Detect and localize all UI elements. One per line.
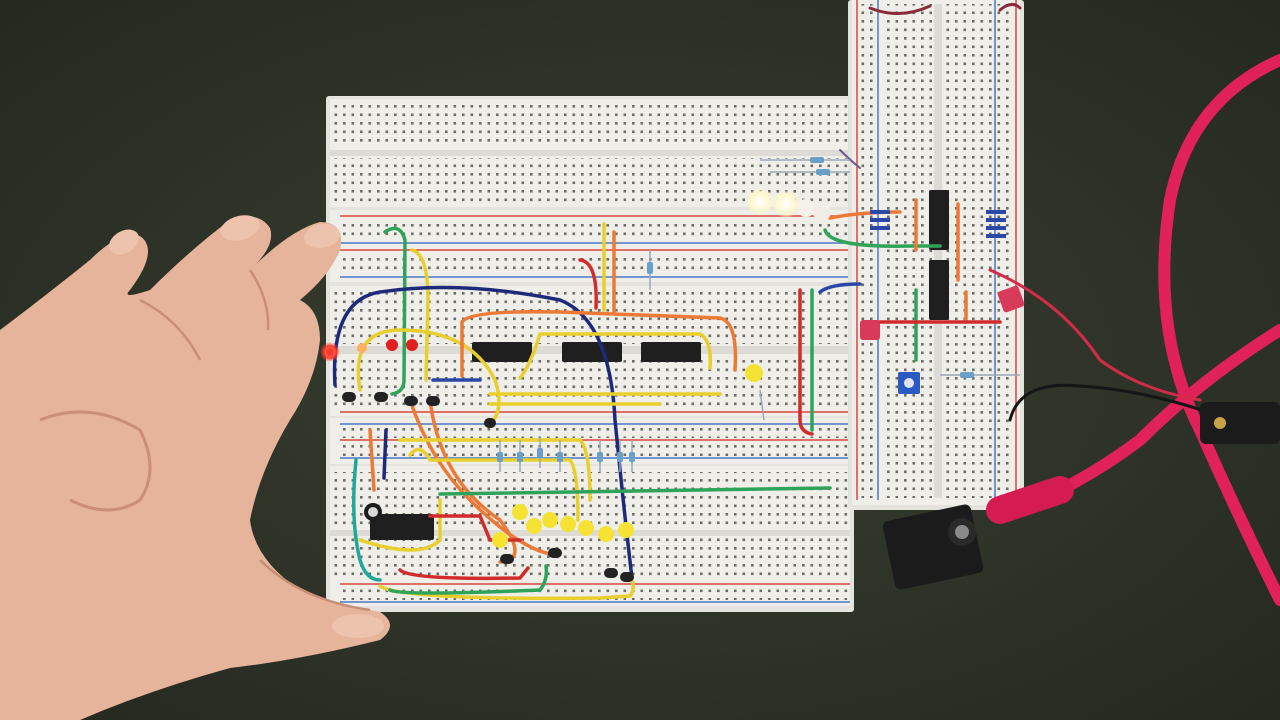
audio-jack [882,402,1280,590]
ic-chip-4 [370,514,434,540]
leds [320,188,831,548]
ic-chip-3 [641,342,701,362]
jumper-wires [332,3,1022,600]
ic-chips [370,190,949,540]
ic-chip-5 [929,190,949,250]
film-capacitor [997,285,1025,313]
hand [0,215,390,720]
film-capacitor [860,320,880,340]
ic-chip-2 [562,342,622,362]
side-breadboard [848,0,1024,510]
audio-cable [986,54,1280,606]
transistors [342,392,634,582]
capacitors [364,210,1025,521]
ic-chip-1 [472,342,532,362]
ic-chip-6 [929,260,949,320]
